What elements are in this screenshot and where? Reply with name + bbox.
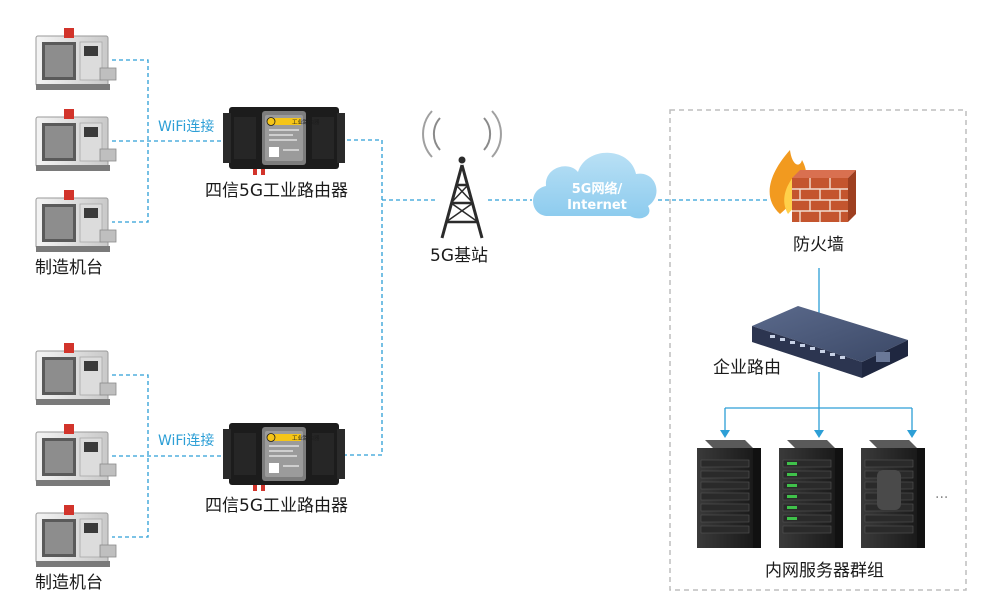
firewall-label: 防火墙: [793, 235, 844, 255]
cnc-machine-icon: [35, 504, 117, 568]
server-indicator-lights: [787, 462, 797, 520]
enterprise-router-label: 企业路由: [713, 358, 781, 378]
cloud-shape: [533, 152, 657, 219]
server-group-label: 内网服务器群组: [765, 561, 884, 581]
cloud-label-line2: Internet: [567, 198, 627, 213]
server-rack-icon: [778, 439, 844, 549]
cloud-label-line1: 5G网络/: [571, 182, 623, 197]
machines-label-top: 制造机台: [35, 258, 103, 278]
server-rack-icon: [696, 439, 762, 549]
wifi-label-bottom: WiFi连接: [158, 433, 215, 449]
industrial-5g-router-icon: [222, 422, 346, 492]
base-station-label: 5G基站: [430, 246, 488, 266]
arrowheads: [720, 430, 917, 438]
industrial-5g-router-icon: [222, 106, 346, 176]
router-label-bottom: 四信5G工业路由器: [205, 496, 348, 516]
firewall-icon: [769, 150, 856, 222]
server-door-icon: [877, 470, 901, 510]
connection-lines: [112, 59, 770, 538]
cloud-label: 5G网络/ Internet: [556, 182, 638, 214]
cnc-machine-icon: [35, 108, 117, 172]
wifi-label-top: WiFi连接: [158, 119, 215, 135]
enterprise-router-icon: [752, 306, 908, 378]
machines-label-bottom: 制造机台: [35, 573, 103, 593]
router-badge-text: 工业路由器: [292, 118, 320, 126]
cnc-machine-icon: [35, 342, 117, 406]
router-label-top: 四信5G工业路由器: [205, 181, 348, 201]
router-badge-text: 工业路由器: [292, 434, 320, 442]
cnc-machine-icon: [35, 189, 117, 253]
intranet-frame: [669, 109, 967, 591]
cnc-machine-icon: [35, 423, 117, 487]
base-station-tower-icon: [422, 110, 502, 239]
more-servers-ellipsis: ...: [935, 486, 949, 502]
cnc-machine-icon: [35, 27, 117, 91]
lan-lines: [724, 268, 913, 433]
